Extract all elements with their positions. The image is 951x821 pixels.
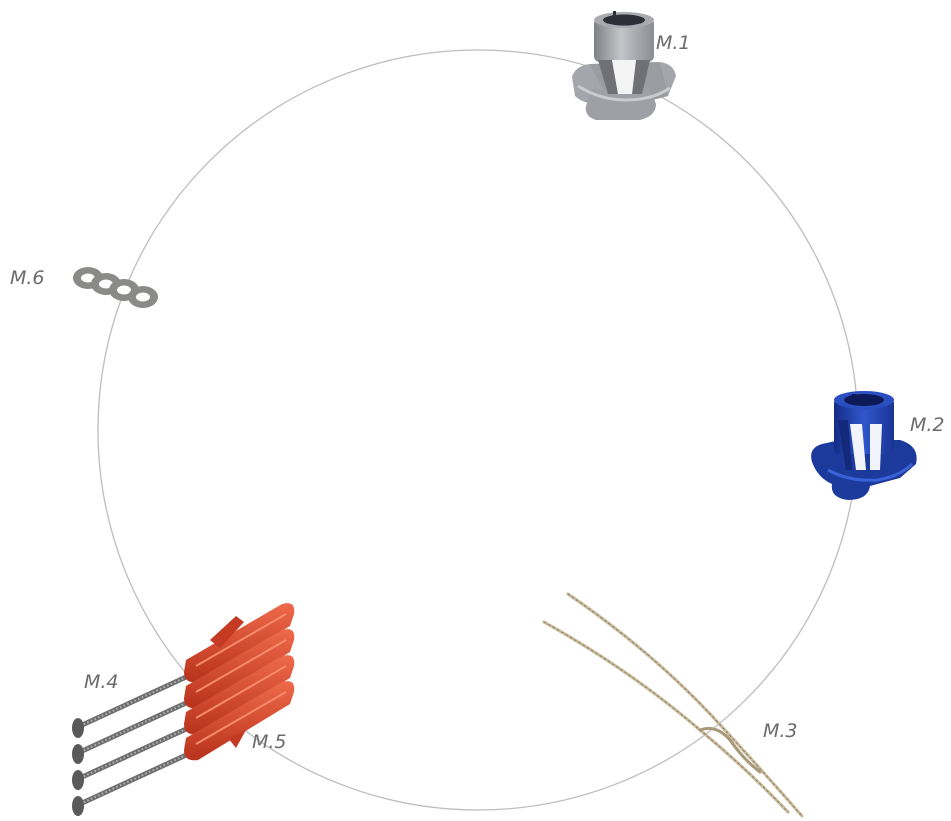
wire-tie-image	[544, 594, 802, 816]
washers-image	[73, 267, 158, 308]
m5-label: M.5	[252, 731, 287, 753]
m3-label: M.3	[763, 720, 798, 742]
spacer-cap-grey-image	[572, 11, 676, 120]
m2-label: M.2	[910, 414, 945, 436]
spacer-cap-blue-image	[811, 391, 917, 500]
m4-label: M.4	[84, 671, 119, 693]
m6-label: M.6	[10, 267, 45, 289]
screws-and-plugs-image	[72, 603, 294, 816]
m1-label: M.1	[656, 32, 691, 54]
